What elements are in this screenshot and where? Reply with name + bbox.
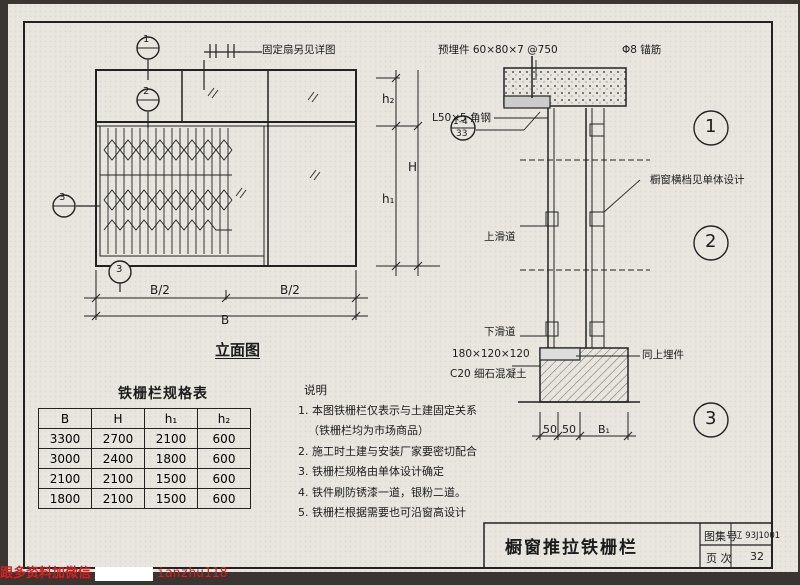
table-cell: 2100 <box>91 488 145 509</box>
glass-marks <box>207 87 321 199</box>
notes-heading: 说明 <box>304 383 327 397</box>
note-item: 4. 铁件刷防锈漆一道，银粉二道。 <box>298 485 466 499</box>
upper-track-label: 上滑道 <box>484 231 516 243</box>
dim-h2: h₂ <box>382 92 395 106</box>
table-row: 2100 2100 1500 600 <box>38 468 251 489</box>
elevation-frame <box>95 69 357 267</box>
table-cell: 600 <box>197 488 251 509</box>
elevation-dimensions <box>84 70 440 321</box>
section-cut-lines <box>76 44 262 292</box>
spec-header-h: H <box>91 408 145 429</box>
fixed-sash-callout: 固定扇另见详图 <box>262 44 336 56</box>
dim-b-half-right: B/2 <box>280 283 300 297</box>
leader-lines <box>476 60 641 367</box>
footer-suffix: ianzhu118 <box>157 566 228 581</box>
notes-block: 说明 1. 本图铁栅栏仅表示与土建固定关系 （铁栅栏均为市场商品） 2. 施工时… <box>298 380 477 524</box>
concrete-label: C20 细石混凝土 <box>450 368 527 380</box>
note-item: 3. 铁栅栏规格由单体设计确定 <box>298 465 444 478</box>
elevation-title: 立面图 <box>215 341 261 359</box>
embed-bottom-label: 180×120×120 <box>452 348 530 360</box>
table-cell: 3300 <box>38 428 92 449</box>
note-item: 1. 本图铁栅栏仅表示与土建固定关系 <box>298 403 477 417</box>
dim-b-half-left: B/2 <box>150 283 170 297</box>
dim-50-b: 50 <box>562 423 576 436</box>
table-cell: 3000 <box>38 448 92 469</box>
table-cell: 600 <box>197 468 251 489</box>
marker-1-label: 1 <box>143 34 150 45</box>
note-item: （铁栅栏均为市场商品） <box>308 424 429 437</box>
spec-header-h1: h₁ <box>144 408 198 429</box>
spec-header-b: B <box>38 408 92 429</box>
table-cell: 2700 <box>91 428 145 449</box>
note-item: 5. 铁栅栏根据需要也可沿窗高设计 <box>298 506 466 519</box>
embed-label: 预埋件 60×80×7 @750 <box>438 44 558 56</box>
table-cell: 1800 <box>144 448 198 469</box>
spec-table: B H h₁ h₂ 3300 2700 2100 600 3000 2400 1… <box>38 408 251 509</box>
note-item: 2. 施工时土建与安装厂家要密切配合 <box>298 444 477 458</box>
page-value: 32 <box>750 550 764 563</box>
table-cell: 1500 <box>144 468 198 489</box>
section-detail <box>503 56 650 441</box>
dim-b1: B₁ <box>598 423 610 436</box>
ref-top: 1-4 <box>453 117 468 127</box>
table-cell: 600 <box>197 448 251 469</box>
sheet-border <box>23 21 773 569</box>
table-cell: 2400 <box>91 448 145 469</box>
marker-2-label: 2 <box>143 86 150 97</box>
spec-header-h2: h₂ <box>197 408 251 429</box>
frame-note: 橱窗横档见单体设计 <box>650 174 745 186</box>
title-block-frame <box>483 522 773 569</box>
gate-lattice <box>100 128 233 254</box>
atlas-label: 图集号 <box>704 530 737 543</box>
zone-3-label: 3 <box>705 408 717 429</box>
page-label: 页 次 <box>706 552 732 565</box>
atlas-value: 辽 93J1001 <box>734 531 781 541</box>
table-cell: 600 <box>197 428 251 449</box>
dim-h1: h₁ <box>382 192 395 206</box>
drawing-title: 橱窗推拉铁栅栏 <box>505 538 638 558</box>
table-cell: 2100 <box>91 468 145 489</box>
zone-2-label: 2 <box>705 231 717 252</box>
same-embed-label: 同上埋件 <box>642 349 684 361</box>
table-row: 1800 2100 1500 600 <box>38 488 251 509</box>
spec-table-title: 铁栅栏规格表 <box>118 386 208 402</box>
redaction-box <box>95 566 154 581</box>
lower-track-label: 下滑道 <box>484 326 516 338</box>
table-row: 3300 2700 2100 600 <box>38 428 251 449</box>
table-row: 3000 2400 1800 600 <box>38 448 251 469</box>
table-cell: 2100 <box>38 468 92 489</box>
table-cell: 1500 <box>144 488 198 509</box>
table-cell: 1800 <box>38 488 92 509</box>
spec-table-header-row: B H h₁ h₂ <box>38 408 251 429</box>
dim-h: H <box>408 160 418 174</box>
marker-3-cut-label: 3 <box>116 264 123 275</box>
angle-label: L50×5 角钢 <box>432 112 492 124</box>
rebar-label: Φ8 锚筋 <box>622 44 662 56</box>
footer-prefix: 跟多资料加微信 <box>0 566 92 581</box>
footer-watermark: 跟多资料加微信 ianzhu118 <box>0 562 227 581</box>
table-cell: 2100 <box>144 428 198 449</box>
zone-1-label: 1 <box>705 116 717 137</box>
dim-50-a: 50 <box>543 423 557 436</box>
dim-b: B <box>221 313 230 327</box>
ref-bottom: 33 <box>456 129 468 139</box>
marker-3-label: 3 <box>59 192 66 203</box>
